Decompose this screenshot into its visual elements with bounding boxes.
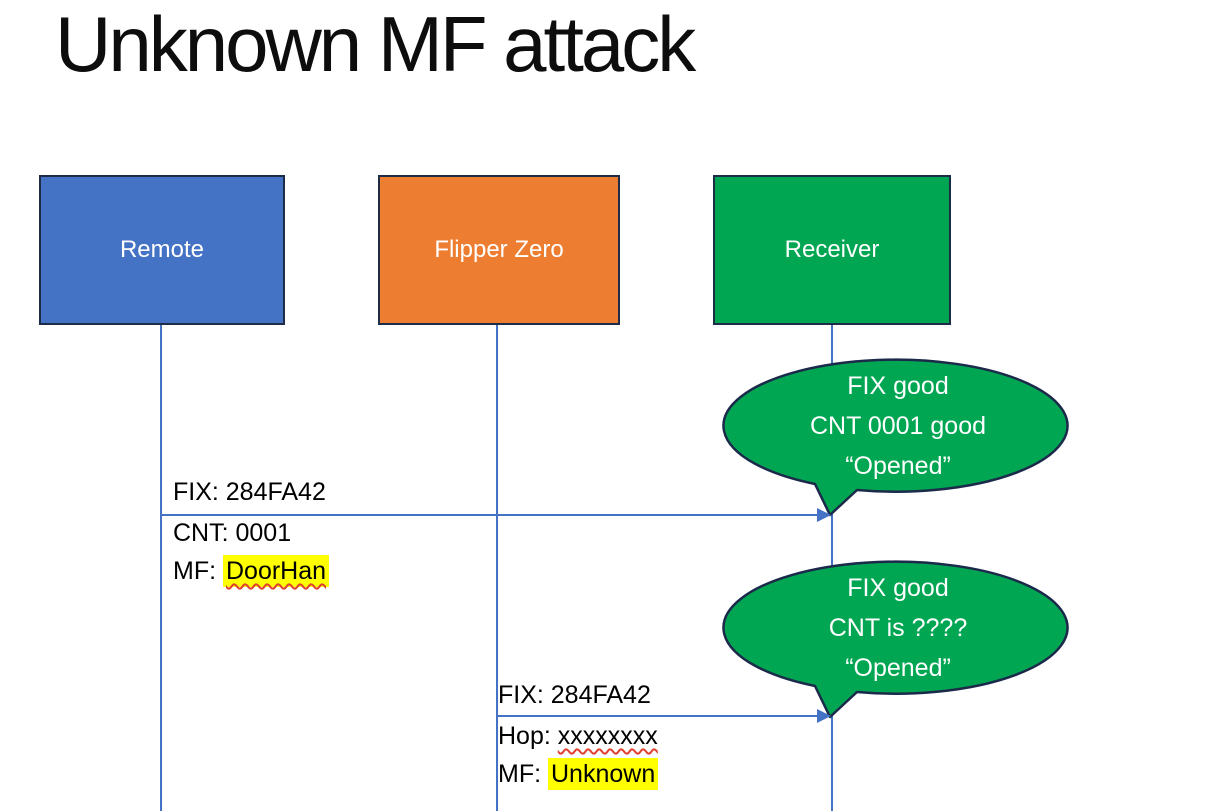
- message1-cnt-text: CNT: 0001: [173, 519, 292, 547]
- actor-box-flipper: Flipper Zero: [378, 175, 620, 325]
- actor-label-receiver: Receiver: [784, 236, 880, 263]
- message-arrow-remote-to-receiver: [160, 514, 818, 516]
- speech-bubble-text: FIX good CNT 0001 good “Opened”: [720, 366, 1076, 486]
- arrowhead-icon: [817, 709, 831, 723]
- message2-fix-text: FIX: 284FA42: [498, 681, 651, 709]
- bubble2-line2: CNT is ????: [828, 614, 968, 642]
- lifeline-flipper: [496, 325, 498, 811]
- speech-bubble-first-response: FIX good CNT 0001 good “Opened”: [718, 355, 1078, 520]
- message1-mf-value-highlighted: DoorHan: [223, 555, 330, 587]
- actor-box-receiver: Receiver: [713, 175, 951, 325]
- message2-hop-text: Hop: xxxxxxxx: [498, 722, 658, 751]
- speech-bubble-shape: [722, 560, 1069, 719]
- message2-mf-label: MF:: [498, 760, 542, 788]
- speech-bubble-shape: [722, 358, 1069, 517]
- bubble2-line1: FIX good: [847, 574, 949, 602]
- message2-hop-value: xxxxxxxx: [557, 722, 658, 750]
- bubble1-line2: CNT 0001 good: [809, 412, 987, 440]
- speech-bubble-second-response: FIX good CNT is ???? “Opened”: [718, 557, 1078, 722]
- message-arrow-flipper-to-receiver: [496, 715, 818, 717]
- actor-box-remote: Remote: [39, 175, 285, 325]
- actor-label-remote: Remote: [119, 236, 205, 263]
- message2-hop-label: Hop:: [498, 722, 551, 750]
- arrowhead-icon: [817, 508, 831, 522]
- bubble1-line1: FIX good: [847, 372, 949, 400]
- message2-mf-text: MF: Unknown: [498, 758, 659, 790]
- message1-mf-label: MF:: [173, 557, 217, 585]
- speech-bubble-text: FIX good CNT is ???? “Opened”: [720, 568, 1076, 688]
- message1-fix-text: FIX: 284FA42: [173, 478, 326, 506]
- message2-mf-value-highlighted: Unknown: [548, 758, 659, 790]
- bubble1-line3: “Opened”: [845, 452, 951, 480]
- message1-mf-text: MF: DoorHan: [173, 555, 330, 587]
- bubble2-line3: “Opened”: [845, 654, 951, 682]
- page-title: Unknown MF attack: [55, 0, 696, 88]
- lifeline-remote: [160, 325, 162, 811]
- actor-label-flipper: Flipper Zero: [434, 236, 564, 263]
